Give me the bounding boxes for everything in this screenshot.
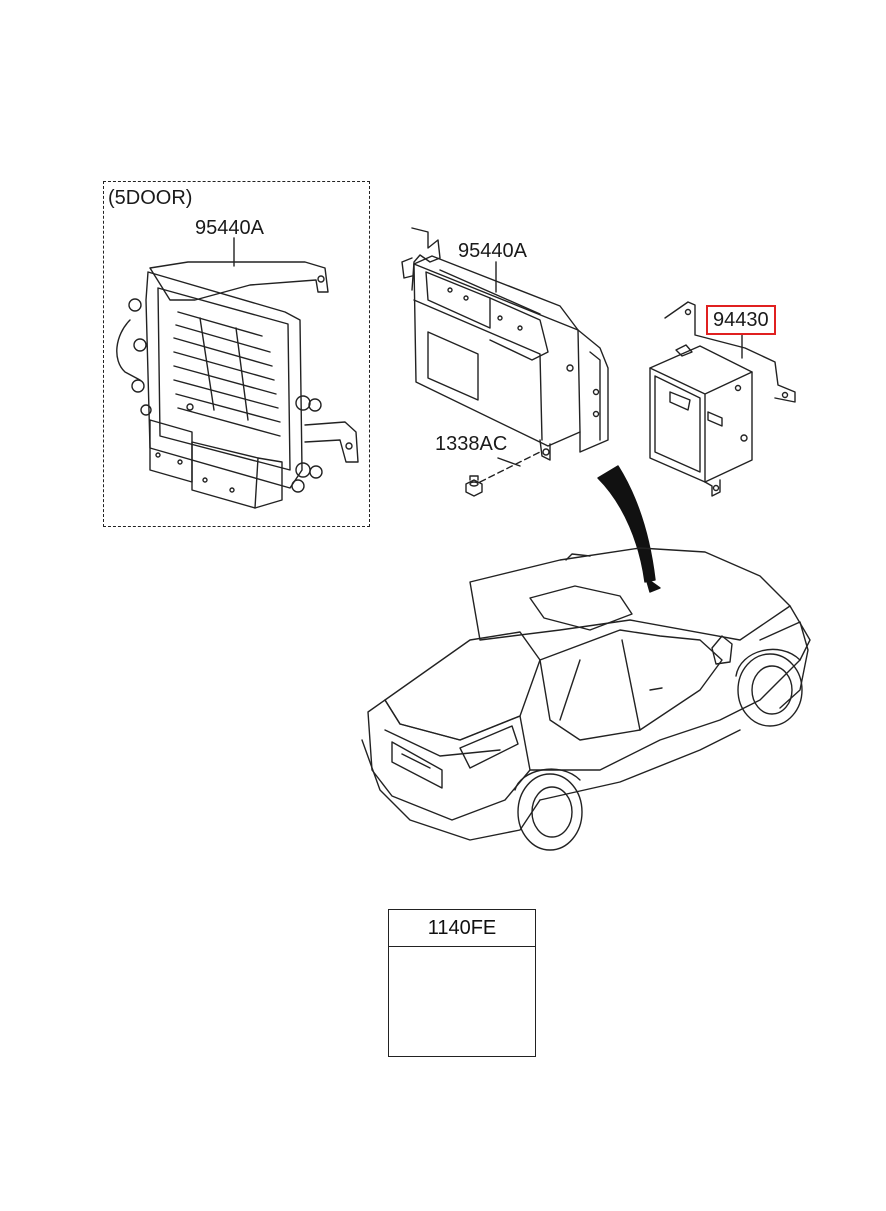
nut-icon	[465, 475, 483, 497]
part-label-1140fe[interactable]: 1140FE	[389, 910, 535, 947]
variant-label-5door: (5DOOR)	[108, 187, 193, 209]
part-label-94430[interactable]: 94430	[706, 305, 776, 335]
control-unit-icon	[401, 227, 609, 461]
bracket-module-icon	[649, 301, 796, 497]
sedan-car-icon	[361, 547, 811, 851]
five-door-inset-box	[103, 181, 370, 527]
bolt-detail-box: 1140FE	[388, 909, 536, 1057]
leader-line-nut	[497, 457, 521, 467]
part-label-95440a-inset[interactable]: 95440A	[195, 217, 264, 239]
location-arrow-icon	[597, 465, 656, 583]
part-label-1338ac[interactable]: 1338AC	[435, 433, 508, 455]
nut-leader-dashed	[479, 451, 541, 483]
transmission-control-module-icon	[116, 261, 359, 509]
part-label-95440a[interactable]: 95440A	[458, 240, 527, 262]
